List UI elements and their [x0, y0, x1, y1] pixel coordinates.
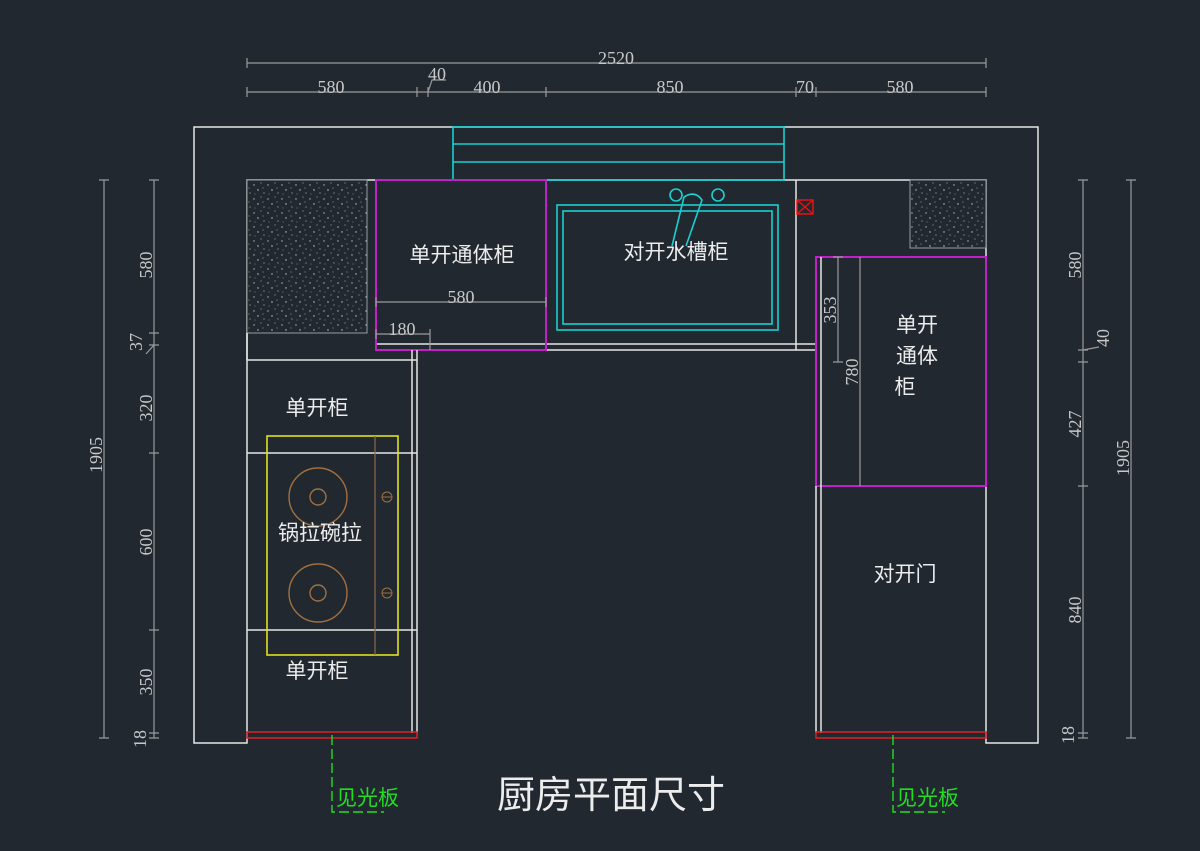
- dim-cabinet-580: 580: [448, 287, 475, 307]
- dim-left-350: 350: [136, 669, 156, 696]
- outlet-icon: [796, 199, 814, 215]
- left-cabinets: 单开柜 单开柜: [246, 350, 418, 739]
- burner-icon: [288, 467, 348, 623]
- counter-lines: [246, 180, 816, 361]
- dim-total-width: 2520: [598, 48, 634, 68]
- cooktop: 锅拉碗拉: [266, 435, 399, 656]
- dim-top-580b: 580: [887, 77, 914, 97]
- dim-left-18: 18: [130, 730, 150, 748]
- dim-780: 780: [842, 359, 862, 386]
- dim-top-580: 580: [318, 77, 345, 97]
- faucet-handle-icon: [669, 188, 683, 202]
- leader-right: 见光板: [892, 735, 959, 813]
- dim-right-580: 580: [1065, 252, 1085, 279]
- dim-353: 353: [820, 297, 840, 324]
- right-lower-cabinet: 对开门: [815, 486, 987, 739]
- finish-panel-right-label: 见光板: [896, 786, 959, 810]
- dim-top-70: 70: [796, 77, 814, 97]
- dim-offset-180: 180: [389, 319, 416, 339]
- left-lower-label: 单开柜: [286, 659, 349, 683]
- dim-left-600: 600: [136, 529, 156, 556]
- dim-right-840: 840: [1065, 597, 1085, 624]
- right-lower-label: 对开门: [874, 562, 937, 586]
- dim-right-40: 40: [1093, 329, 1113, 347]
- faucet-handle-icon: [711, 188, 725, 202]
- knob-icon: [381, 491, 393, 599]
- dim-left-580: 580: [136, 252, 156, 279]
- top-left-cabinet-label: 单开通体柜: [410, 243, 515, 267]
- dim-left-total: 1905: [86, 437, 106, 473]
- right-cabinet: 353 780 单开 通体 柜: [815, 256, 987, 487]
- sink-cabinet-label: 对开水槽柜: [624, 240, 729, 264]
- leader-left: 见光板: [331, 735, 399, 813]
- right-cabinet-label-3: 柜: [895, 375, 916, 399]
- right-cabinet-label-1: 单开: [896, 313, 938, 337]
- left-dimensions: 1905 580 37 320 600 350 18: [86, 179, 159, 748]
- drawing-title: 厨房平面尺寸: [497, 773, 725, 817]
- sink: 对开水槽柜: [556, 188, 779, 331]
- right-dimensions: 580 40 427 840 18 1905: [1058, 179, 1136, 744]
- dim-left-37: 37: [126, 333, 146, 351]
- right-cabinet-label-2: 通体: [896, 344, 938, 368]
- faucet-icon: [671, 193, 703, 247]
- window: [452, 126, 785, 181]
- top-dimensions: 2520 580 40 400 850 70 580: [246, 48, 987, 97]
- finish-panel-right: [815, 731, 987, 739]
- cooktop-label: 锅拉碗拉: [278, 521, 362, 545]
- left-upper-label: 单开柜: [286, 396, 349, 420]
- dim-top-400: 400: [474, 77, 501, 97]
- dim-right-427: 427: [1065, 411, 1085, 438]
- dim-top-850: 850: [657, 77, 684, 97]
- corner-block-left: [246, 179, 368, 334]
- dim-top-40: 40: [428, 64, 446, 84]
- dim-right-total: 1905: [1113, 440, 1133, 476]
- dim-right-18: 18: [1058, 726, 1078, 744]
- corner-block-right: [909, 179, 987, 249]
- top-left-cabinet: 单开通体柜 580 180: [375, 179, 547, 351]
- finish-panel-left-label: 见光板: [336, 786, 399, 810]
- dim-left-320: 320: [136, 395, 156, 422]
